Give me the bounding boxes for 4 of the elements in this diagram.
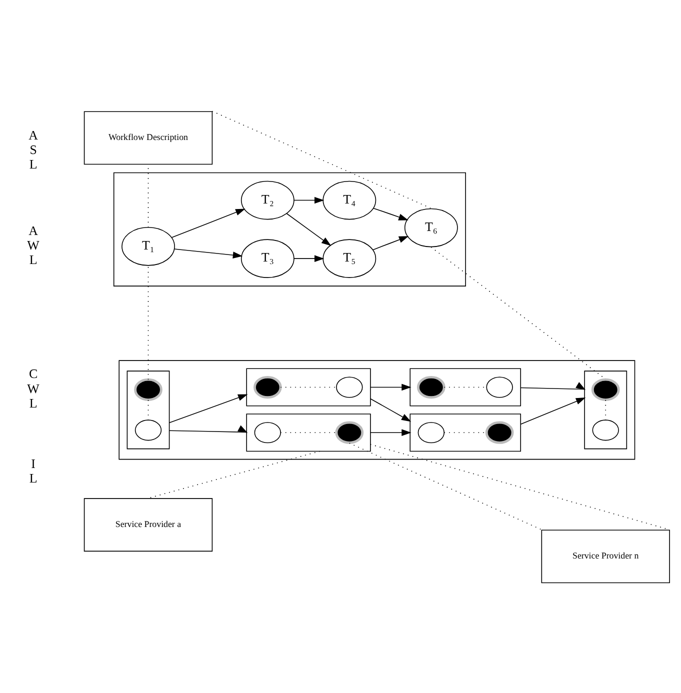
label: A W L — [27, 222, 40, 267]
label: C W L — [27, 366, 40, 410]
label: A S L — [28, 126, 38, 172]
label: I L — [29, 456, 38, 486]
